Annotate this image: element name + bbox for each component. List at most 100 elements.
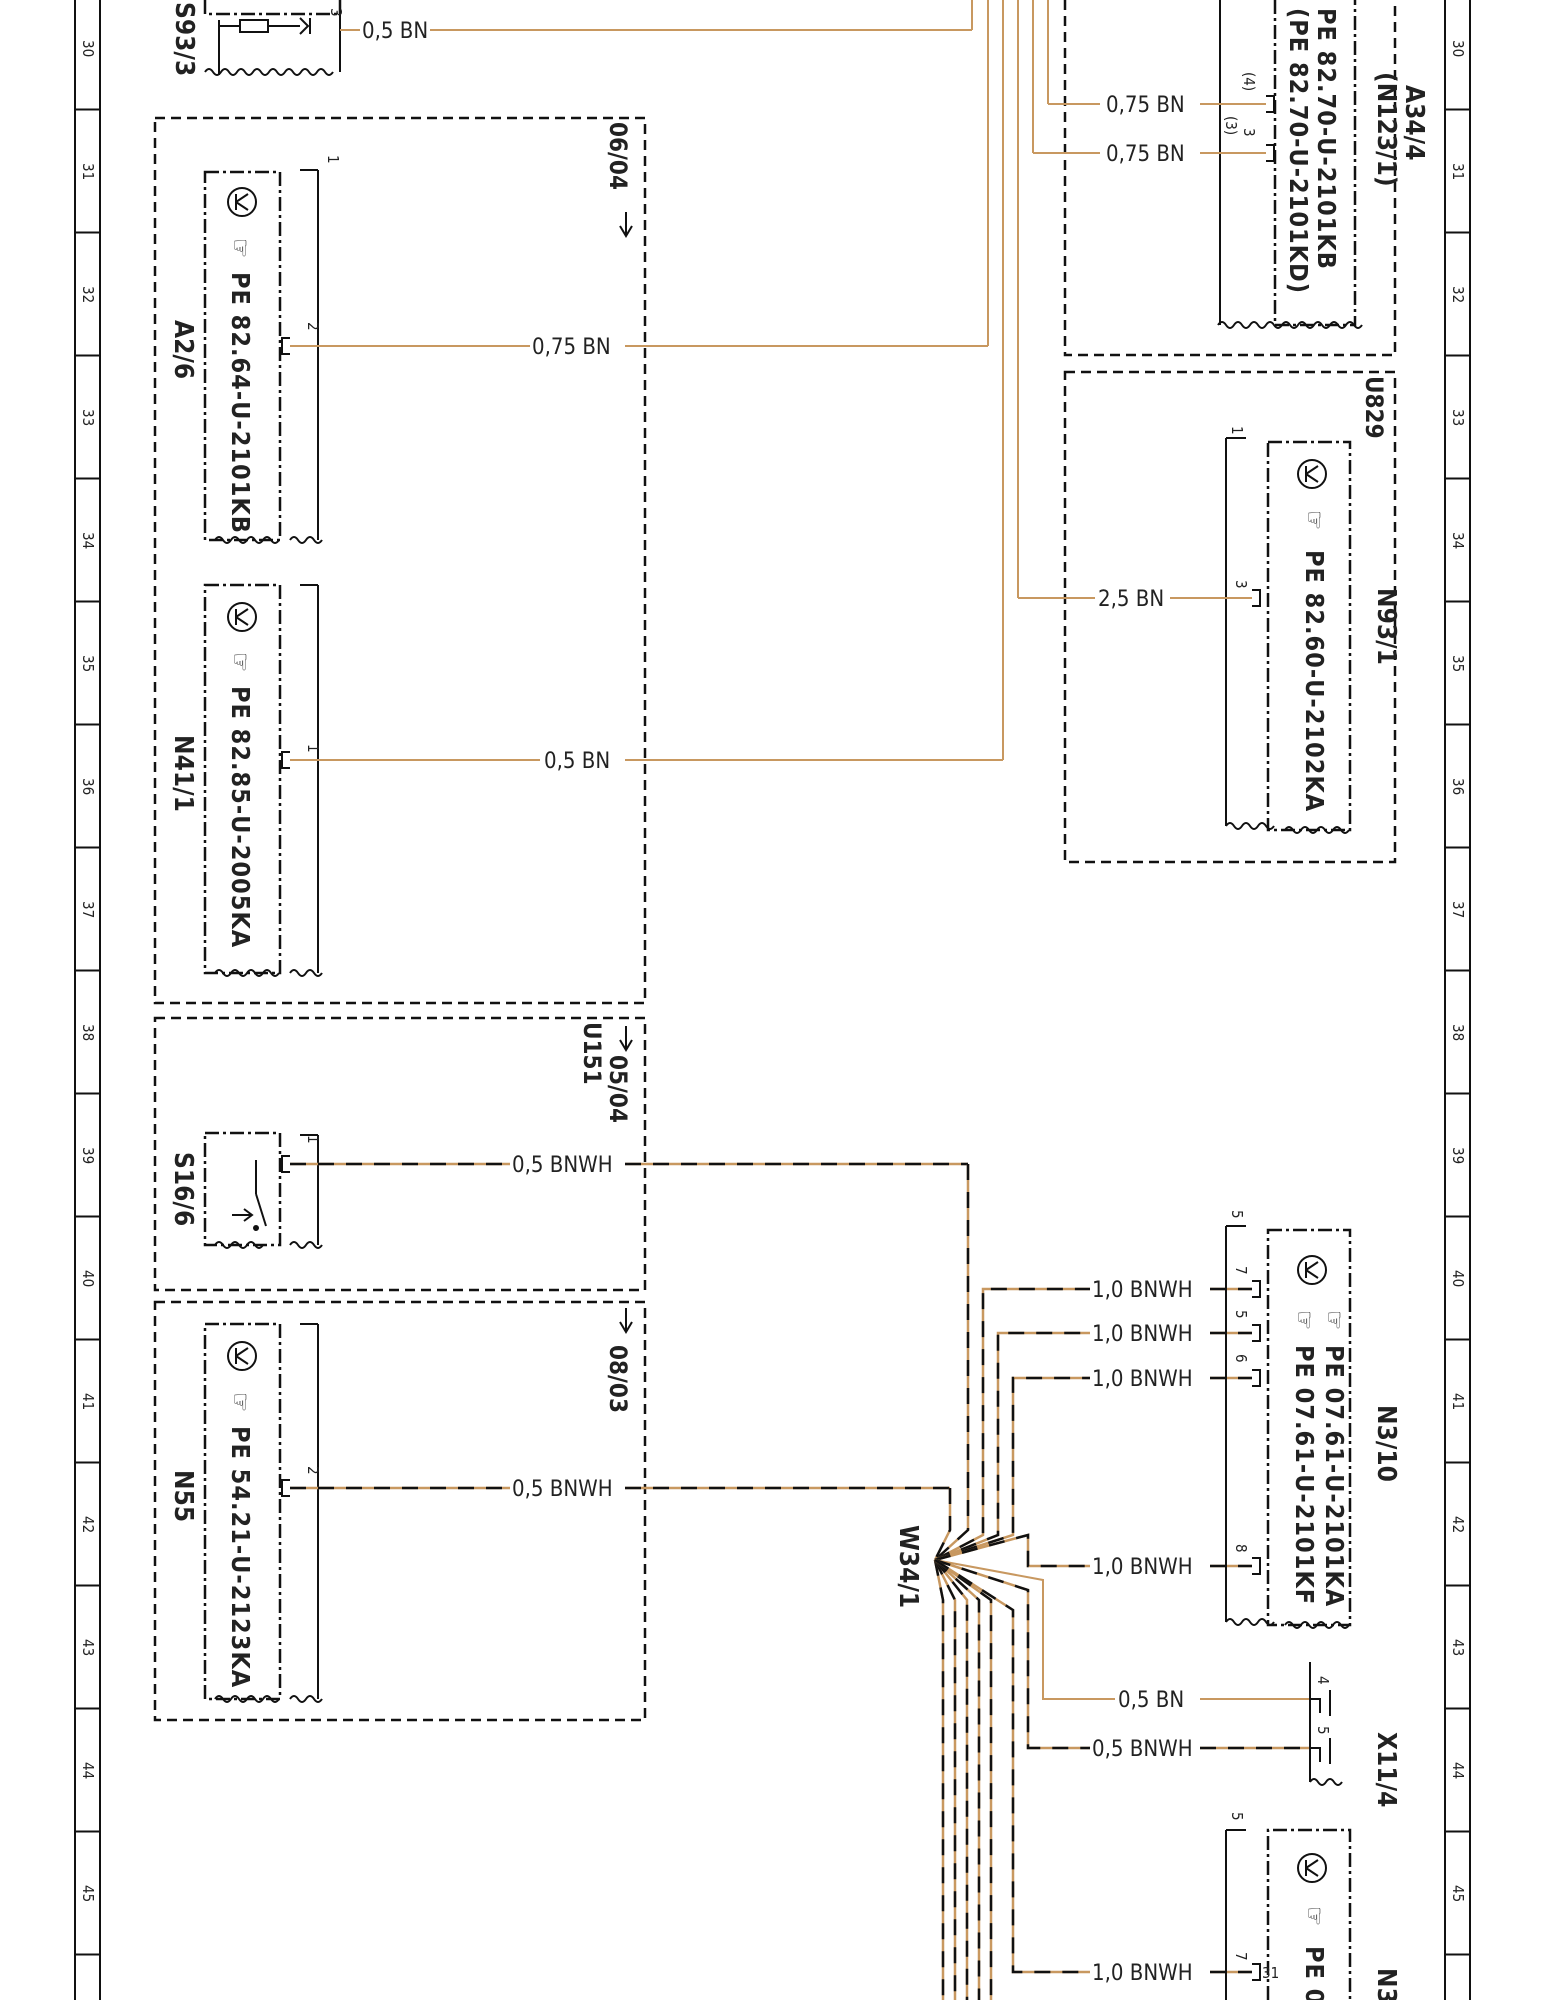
row-label-left: 36 — [79, 778, 97, 795]
harness-down-2-wh — [934, 1559, 969, 2000]
a2-6-zigzag-a — [214, 536, 280, 544]
row-label-right: 41 — [1449, 1393, 1467, 1410]
n55-transistor-leads — [235, 1347, 249, 1365]
s93-3-led-icon — [299, 17, 311, 35]
row-label-left: 39 — [79, 1147, 97, 1164]
n3-10-pin-7-num: 7 — [1232, 1266, 1250, 1275]
n93-1-pin-connector — [1252, 589, 1261, 607]
a34-4-outer-box — [1063, 0, 1397, 357]
n3-10-pin-7-connector — [1252, 1280, 1261, 1298]
row-label-right: 33 — [1449, 409, 1467, 426]
n55-box — [203, 1322, 282, 1701]
n55-zigzag-b — [289, 1695, 323, 1703]
n41-1-box — [203, 583, 282, 975]
n3-bottom-transistor-icon — [1297, 1853, 1327, 1883]
row-label-right: 39 — [1449, 1147, 1467, 1164]
row-label-right: 43 — [1449, 1639, 1467, 1656]
n3-bottom-top: 5 — [1228, 1812, 1246, 1821]
row-label-left: 40 — [79, 1270, 97, 1287]
n41-1-pin: 1 — [304, 744, 322, 753]
n55-group-box — [153, 1300, 647, 1722]
n3-bottom-pin-connector — [1252, 1963, 1261, 1981]
a2-6-label: A2/6 — [168, 320, 198, 379]
w34-1-label: W34/1 — [893, 1525, 923, 1608]
n93-1-pin-top: 1 — [1228, 426, 1246, 435]
a2-6-pe: PE 82.64-U-2101KB — [226, 272, 255, 534]
n55-zigzag-a — [214, 1695, 280, 1703]
n3-10-transistor-icon — [1297, 1255, 1327, 1285]
n93-1-hand-icon: ☞ — [1300, 510, 1329, 531]
s16-6-box — [203, 1131, 282, 1247]
n93-1-transistor-icon — [1297, 459, 1327, 489]
s16-6-zigzag-a — [214, 1241, 264, 1249]
n93-1-transistor-leads — [1305, 465, 1319, 483]
harness-out-n3-bottom-bn — [934, 1558, 1090, 1974]
harness-in-n55-wh — [933, 1488, 952, 1561]
harness-out-n3-10-3-bn — [934, 1533, 1090, 1568]
a2-6-pin: 2 — [304, 322, 322, 331]
a2-6-transistor-icon — [227, 187, 257, 217]
n3-10-pin-6-num: 6 — [1232, 1354, 1250, 1363]
row-label-left: 42 — [79, 1516, 97, 1533]
n3-10-pin-8: 8 1,0 BNWH — [1092, 1544, 1261, 1580]
u829-label: U829 — [1360, 376, 1388, 439]
n55-wire-label: 0,5 BNWH — [512, 1477, 613, 1502]
row-label-left: 45 — [79, 1885, 97, 1902]
component-a34-4: PE 82.70-U-2101KB (PE 82.70-U-2101KD) A3… — [1033, 0, 1429, 357]
a2-6-hand-icon: ☞ — [226, 238, 255, 259]
s93-3-box-top — [203, 0, 342, 16]
n55-hand-icon: ☞ — [226, 1392, 255, 1413]
row-label-right: 32 — [1449, 286, 1467, 303]
a34-4-label: A34/4 — [1399, 85, 1429, 160]
row-label-right: 31 — [1449, 163, 1467, 180]
component-x11-4: X11/4 4 0,5 BN 5 0,5 BNWH — [1092, 1662, 1401, 1807]
x11-4-zigzag — [1309, 1778, 1343, 1786]
n55-label: N55 — [168, 1470, 198, 1522]
a2-6-zigzag-b — [289, 536, 323, 544]
s16-6-switch-icon — [232, 1160, 267, 1227]
n3-10-pin-6: 6 1,0 BNWH — [1092, 1354, 1261, 1392]
row-label-left: 30 — [79, 40, 97, 57]
component-n93-1: U829 1 ☞ PE 82.60-U-2102KA N93/1 3 2,5 B… — [1018, 370, 1401, 864]
component-n3-10: 5 ☞ ☞ PE 07.61-U-2101KA PE 07.61-U-2101K… — [1092, 1210, 1401, 1629]
x11-4-pin-4: 4 — [1314, 1676, 1332, 1685]
component-a2-6: 1 ☞ PE 82.64-U-2101KB A2/6 2 0,75 BN — [168, 155, 988, 544]
s93-3-resistor — [239, 19, 269, 33]
n3-10-pin-7: 7 1,0 BNWH — [1092, 1266, 1261, 1303]
row-label-left: 34 — [79, 532, 97, 549]
n55-pin: 2 — [304, 1466, 322, 1475]
harness-out-n3-10-0-wh — [934, 1287, 1090, 1562]
row-label-right: 35 — [1449, 655, 1467, 672]
n93-1-zigzag-b — [1284, 826, 1350, 834]
s93-3-label: S93/3 — [169, 2, 199, 76]
x11-4-pin-5-wire-label: 0,5 BNWH — [1092, 1737, 1193, 1762]
n93-1-pe: PE 82.60-U-2102KA — [1300, 550, 1329, 812]
row-label-left: 31 — [79, 163, 97, 180]
ref-08-03: 08/03 — [604, 1345, 632, 1413]
a34-4-wire-1-label: 0,75 BN — [1106, 93, 1185, 118]
n55-transistor-icon — [227, 1341, 257, 1371]
n41-1-wire-label: 0,5 BN — [544, 749, 610, 774]
row-label-left: 37 — [79, 901, 97, 918]
u151-box — [153, 1016, 647, 1292]
s16-6-zigzag-b — [289, 1241, 323, 1249]
s93-3-pin: 3 — [327, 8, 345, 17]
n3-bottom-pin: 7 — [1232, 1952, 1250, 1961]
n41-1-zigzag-b — [289, 969, 323, 977]
a34-4-pin2b: (3) — [1222, 116, 1240, 135]
n3-10-hand-icon-2: ☞ — [1290, 1310, 1319, 1331]
group-06-04: 06/04 — [153, 116, 647, 1005]
harness-out-x11-4-bn — [934, 1559, 1115, 1700]
n3-10-pe1: PE 07.61-U-2101KA — [1320, 1345, 1349, 1607]
n93-1-pin: 3 — [1232, 580, 1250, 589]
n3-10-hand-icon-1: ☞ — [1320, 1310, 1349, 1331]
brown-trunks — [987, 0, 1049, 760]
u829-box — [1063, 370, 1397, 864]
n55-pin-connector — [281, 1479, 290, 1497]
component-s93-3: S93/3 3 0,5 BN — [169, 0, 973, 76]
n41-1-pin-connector — [281, 751, 290, 769]
a2-6-pin-connector — [281, 337, 290, 355]
